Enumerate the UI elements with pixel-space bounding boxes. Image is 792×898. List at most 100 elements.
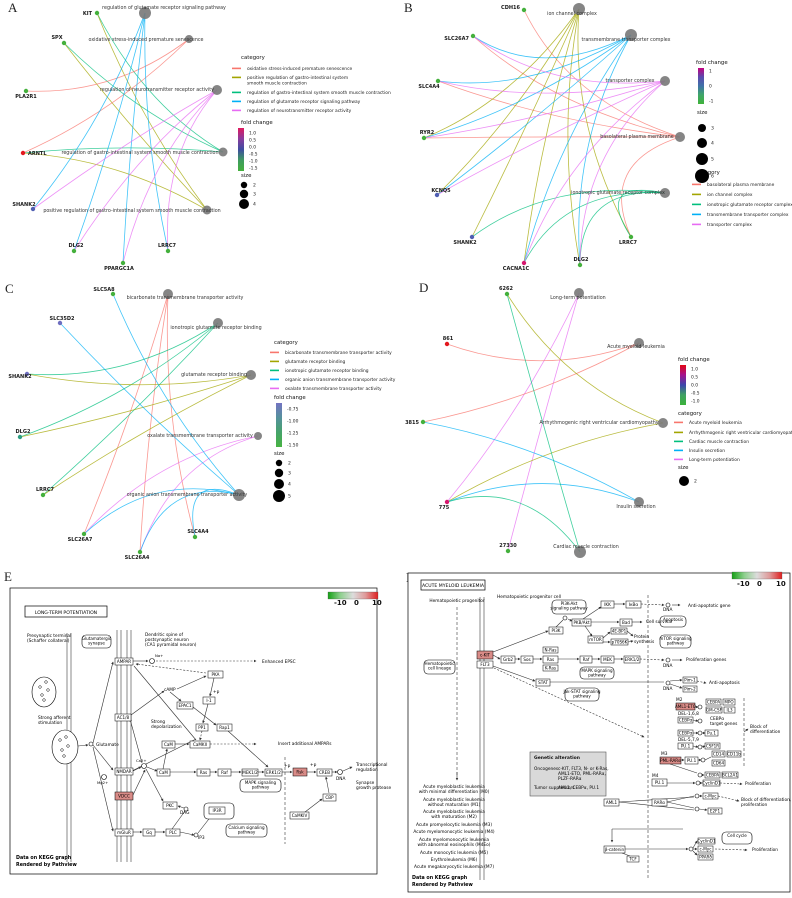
kegg-box xyxy=(677,716,694,724)
kegg-box-label: Rap1 xyxy=(219,725,230,730)
pathview-footer: Rendered by Pathview xyxy=(16,862,77,868)
legend-label: regulation of glutamate receptor signali… xyxy=(247,99,361,105)
kegg-box xyxy=(619,618,633,627)
pathway-link-box xyxy=(579,666,615,680)
legend-label: Arrhythmogenic right ventricular cardiom… xyxy=(689,430,792,436)
gene-label: DLG2 xyxy=(574,257,589,263)
molecule-circle xyxy=(697,744,703,750)
term-node xyxy=(139,7,151,19)
edge xyxy=(22,152,208,211)
kegg-text: Proliferation xyxy=(745,781,771,787)
kegg-arrow xyxy=(132,769,146,796)
kegg-text: Erythroleukemia (M6) xyxy=(431,857,478,863)
kegg-text: +p xyxy=(310,762,317,768)
edge xyxy=(144,12,169,252)
term-label: bicarbonate transmembrane transporter ac… xyxy=(127,295,244,301)
edge xyxy=(122,12,146,264)
kegg-arrow xyxy=(492,630,549,653)
kegg-box xyxy=(189,740,211,749)
kegg-box xyxy=(651,778,668,787)
kegg-text: Strong xyxy=(151,719,165,725)
gene-node xyxy=(120,260,126,266)
term-node xyxy=(212,85,222,95)
kegg-arrow xyxy=(202,703,209,724)
molecule-circle xyxy=(193,832,199,838)
kegg-text: proliferation xyxy=(741,802,767,808)
kegg-arrow xyxy=(492,665,536,682)
kegg-text: Tumor suppressors xyxy=(533,785,575,791)
edge xyxy=(139,293,169,553)
kegg-box xyxy=(476,660,494,669)
kegg-arrow xyxy=(492,654,501,660)
pathway-link-label: cell lineage xyxy=(428,666,452,671)
pathway-link-label: pathway xyxy=(573,694,591,699)
vesicle xyxy=(31,676,57,708)
gene-label: ARNTL xyxy=(28,151,47,157)
kegg-arrow xyxy=(132,766,142,772)
edge xyxy=(423,80,666,139)
kegg-text: M2 xyxy=(676,697,683,703)
gene-node xyxy=(469,234,475,240)
colorkey-gradient xyxy=(327,591,379,600)
gene-label: 27330 xyxy=(499,543,517,549)
kegg-box xyxy=(704,729,719,737)
kegg-box-label: Grb2 xyxy=(503,657,513,662)
term-node xyxy=(573,3,585,15)
kegg-box-highlighted xyxy=(292,767,308,777)
kegg-arrow xyxy=(209,677,215,697)
kegg-box xyxy=(162,801,178,810)
term-node xyxy=(246,370,256,380)
pathway-title: ACUTE MYELOID LEUKEMIA xyxy=(422,583,485,589)
gene-node xyxy=(421,135,427,141)
pathway-link-box xyxy=(659,634,692,649)
edge xyxy=(578,34,632,266)
vesicle-dot xyxy=(60,748,64,752)
molecule-circle xyxy=(688,846,694,852)
kegg-box-label: c-Myc xyxy=(705,794,717,799)
molecule-circle xyxy=(665,602,671,608)
edge xyxy=(472,35,666,84)
kegg-arrow xyxy=(133,665,197,741)
pathway-title-box xyxy=(24,605,108,618)
kegg-text: (CA1 pyramidal neuron) xyxy=(145,642,197,648)
term-label: transporter complex xyxy=(606,78,655,84)
kegg-box xyxy=(217,768,232,777)
gene-label: CDH16 xyxy=(501,5,520,11)
gene-label: SHANK2 xyxy=(8,374,32,380)
kegg-box-label: β-catenin xyxy=(605,847,625,852)
kegg-box-label: MPO xyxy=(724,700,733,705)
kegg-text: Transcriptional xyxy=(355,762,387,768)
term-node xyxy=(634,497,644,507)
molecule-circle xyxy=(665,657,671,663)
size-label: 2 xyxy=(253,183,256,189)
pathway-link-label: Jak-STAT signaling xyxy=(562,689,600,694)
molecule-label: Na+ xyxy=(155,653,163,658)
pathway-link-label: pathway xyxy=(252,785,270,790)
kegg-box xyxy=(114,713,132,722)
kegg-text: DEL-1,6,8 xyxy=(678,711,699,717)
kegg-arrow xyxy=(199,730,203,741)
kegg-text: differentiation xyxy=(750,729,781,735)
edge xyxy=(96,12,208,211)
legend-title-fold: fold change xyxy=(678,357,710,363)
molecule-circle xyxy=(101,774,107,780)
edge xyxy=(25,38,190,92)
legend-label: ionotropic glutamate receptor binding xyxy=(285,368,369,374)
kegg-arrow xyxy=(555,619,564,628)
kegg-text: with maturation (M2) xyxy=(431,814,477,820)
size-circle xyxy=(274,468,284,478)
kegg-arrow xyxy=(227,730,269,768)
gene-node xyxy=(61,40,67,46)
term-label: Insulin secretion xyxy=(616,504,655,510)
kegg-box xyxy=(697,837,716,845)
kegg-box xyxy=(587,635,604,644)
pathway-link-label: Apoptosis xyxy=(663,617,683,622)
kegg-arrow xyxy=(145,768,164,802)
pathway-link-box xyxy=(564,687,600,702)
kegg-arrow xyxy=(171,810,186,830)
pathview-footer: Rendered by Pathview xyxy=(412,882,473,888)
edge xyxy=(139,435,259,553)
kegg-box-label: PLC xyxy=(169,830,177,835)
